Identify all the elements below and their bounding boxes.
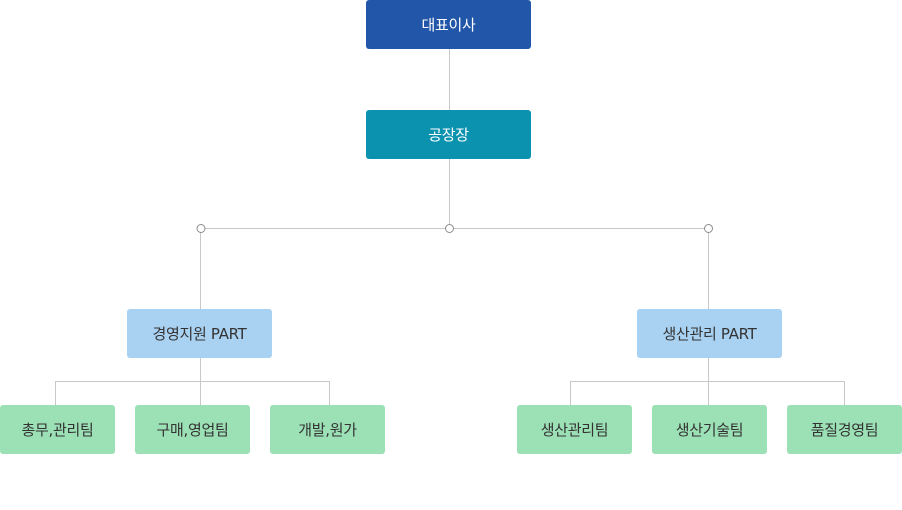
management-support-part-label: 경영지원 PART — [152, 325, 247, 343]
junction-dot-center — [445, 224, 454, 233]
production-management-part-label: 생산관리 PART — [662, 325, 757, 343]
junction-dot-left — [196, 224, 206, 233]
team-label: 개발,원가 — [298, 421, 357, 439]
team-label: 총무,관리팀 — [21, 421, 94, 439]
ceo-label: 대표이사 — [421, 16, 476, 34]
team-label: 구매,영업팀 — [156, 421, 229, 439]
plant-manager-label: 공장장 — [428, 126, 469, 144]
team-box-production-management: 생산관리팀 — [517, 405, 632, 454]
team-box-production-engineering: 생산기술팀 — [652, 405, 767, 454]
team-label: 생산기술팀 — [675, 421, 744, 439]
production-management-part-box: 생산관리 PART — [637, 309, 782, 358]
team-box-general-affairs: 총무,관리팀 — [0, 405, 115, 454]
junction-dot-right — [704, 224, 713, 233]
management-support-part-box: 경영지원 PART — [127, 309, 272, 358]
team-label: 생산관리팀 — [540, 421, 609, 439]
team-label: 품질경영팀 — [810, 421, 879, 439]
plant-manager-box: 공장장 — [366, 110, 531, 159]
ceo-box: 대표이사 — [366, 0, 531, 49]
team-box-quality-management: 품질경영팀 — [787, 405, 902, 454]
team-box-purchasing-sales: 구매,영업팀 — [135, 405, 250, 454]
team-box-development-cost: 개발,원가 — [270, 405, 385, 454]
